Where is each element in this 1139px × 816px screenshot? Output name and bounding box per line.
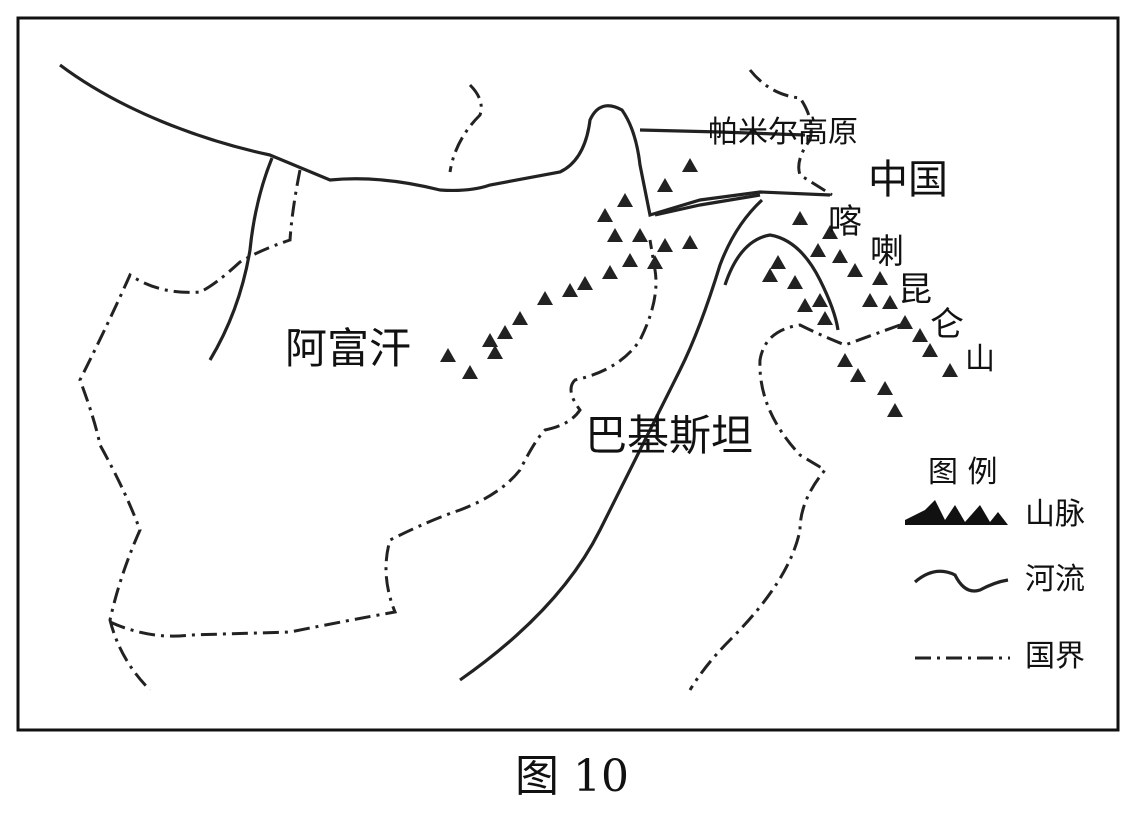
border-afghan-pakistan xyxy=(109,239,658,638)
mountain-ranges xyxy=(440,158,958,417)
mountain-icon xyxy=(797,298,813,312)
mountain-icon xyxy=(577,276,593,290)
mountain-icon xyxy=(770,255,786,269)
river-indus-tributary xyxy=(723,233,840,331)
mountain-icon xyxy=(787,275,803,289)
label-karakoram-1: 喀 xyxy=(828,202,862,242)
mountain-icon xyxy=(632,228,648,242)
mountain-icon xyxy=(942,363,958,377)
map-frame xyxy=(16,16,1120,732)
label-karakoram-4: 仑 xyxy=(930,305,964,345)
mountain-icon xyxy=(822,225,838,239)
mountain-icon xyxy=(462,365,478,379)
mountain-icon xyxy=(602,265,618,279)
mountain-icon xyxy=(877,381,893,395)
river-upper xyxy=(654,193,761,217)
mountain-icon xyxy=(810,243,826,257)
mountain-icon xyxy=(817,311,833,325)
mountain-icon xyxy=(682,158,698,172)
mountain-icon xyxy=(887,403,903,417)
label-karakoram-5: 山 xyxy=(965,342,995,377)
mountain-icon xyxy=(682,235,698,249)
mountain-icon xyxy=(562,283,578,297)
legend-label-border: 国界 xyxy=(1025,639,1085,674)
mountain-icon xyxy=(882,295,898,309)
label-pakistan: 巴基斯坦 xyxy=(585,411,754,460)
river-pamir xyxy=(639,128,806,137)
river-indus xyxy=(459,198,764,682)
legend-title: 图 例 xyxy=(928,455,998,490)
mountain-icon xyxy=(487,345,503,359)
mountain-icon xyxy=(482,333,498,347)
legend-label-mountain: 山脉 xyxy=(1025,497,1085,532)
mountain-icon xyxy=(850,368,866,382)
mountain-icon xyxy=(647,255,663,269)
label-afghanistan: 阿富汗 xyxy=(285,324,412,373)
mountain-icon xyxy=(440,348,456,362)
mountain-icon xyxy=(792,211,808,225)
mountain-icon xyxy=(617,193,633,207)
mountain-icon xyxy=(497,325,513,339)
label-karakoram-3: 昆 xyxy=(898,270,932,310)
mountain-icon xyxy=(812,293,828,307)
mountain-icon xyxy=(657,238,673,252)
mountain-icon xyxy=(607,228,623,242)
river-icon xyxy=(913,569,1009,593)
river-northern xyxy=(59,63,831,218)
mountain-icon xyxy=(862,293,878,307)
border-afghan-west xyxy=(78,169,302,692)
mountain-icon xyxy=(897,315,913,329)
label-pamir: 帕米尔高原 xyxy=(708,115,858,150)
mountain-icon xyxy=(837,353,853,367)
mountain-icon xyxy=(847,263,863,277)
label-karakoram-2: 喇 xyxy=(870,232,904,272)
mountain-icon xyxy=(872,271,888,285)
mountain-icon xyxy=(912,328,928,342)
border-north xyxy=(448,83,483,173)
mountain-icon xyxy=(762,268,778,282)
mountain-icon xyxy=(512,311,528,325)
mountain-icon xyxy=(622,253,638,267)
label-china: 中国 xyxy=(868,157,948,203)
mountain-icon xyxy=(832,249,848,263)
river-afghan xyxy=(208,157,274,361)
mountain-icon xyxy=(597,208,613,222)
mountain-icon xyxy=(905,500,1008,525)
mountain-icon xyxy=(657,178,673,192)
figure-caption: 图 10 xyxy=(515,751,629,802)
mountain-icon xyxy=(922,343,938,357)
border-china xyxy=(748,69,833,197)
legend-label-river: 河流 xyxy=(1025,562,1085,597)
mountain-icon xyxy=(537,291,553,305)
border-india-pakistan xyxy=(688,323,901,691)
